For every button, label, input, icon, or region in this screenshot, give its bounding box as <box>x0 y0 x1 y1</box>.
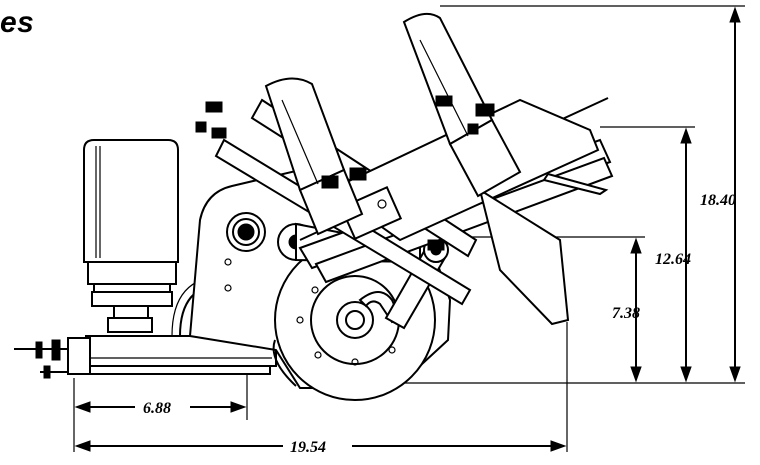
large-disc <box>272 239 436 401</box>
dimension-label-18-40: 18.40 <box>700 192 736 209</box>
dimension-12-64: 12.64 <box>600 126 695 383</box>
dimension-label-7-38: 7.38 <box>612 305 640 322</box>
motor <box>83 139 179 333</box>
dimension-6-88: 6.88 <box>73 262 248 452</box>
dimension-19-54: 19.54 <box>74 322 568 456</box>
heading-fragment: es <box>0 6 35 39</box>
dimension-label-6-88: 6.88 <box>143 400 171 417</box>
clamp-knobs <box>195 95 495 251</box>
dimension-label-19-54: 19.54 <box>290 439 326 456</box>
dimension-18-40: 18.40 <box>400 5 745 384</box>
dimension-label-12-64: 12.64 <box>655 251 691 268</box>
